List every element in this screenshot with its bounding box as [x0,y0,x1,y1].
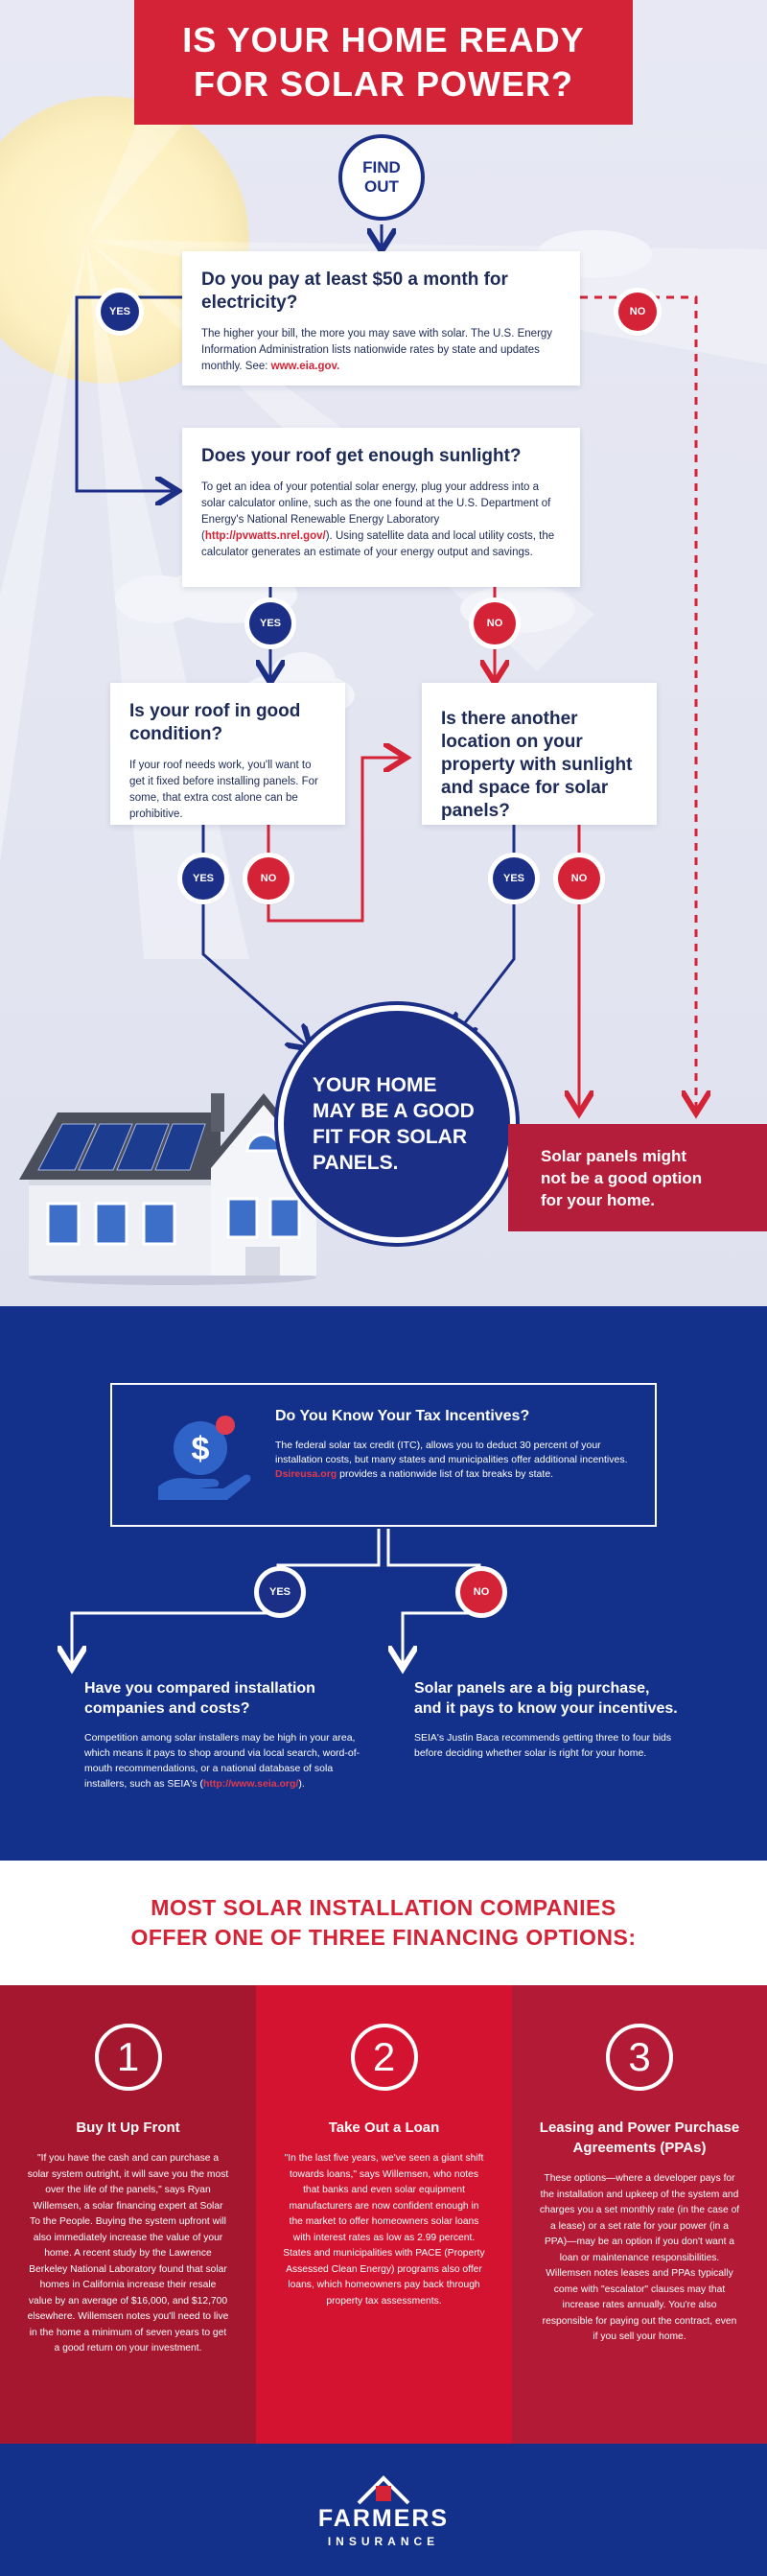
footer: FARMERS INSURANCE [0,2444,767,2576]
option-body: These options—where a developer pays for… [539,2173,740,2342]
yes-label: YES [192,873,214,884]
question-text: ). Using satellite data and local utilit… [201,530,555,558]
result-good-fit: YOUR HOME MAY BE A GOOD FIT FOR SOLAR PA… [278,1005,516,1243]
find-out-line2: OUT [364,177,399,196]
eia-link[interactable]: www.eia.gov. [270,361,340,372]
money-hand-icon: $ [158,1416,251,1500]
big-purchase-body: SEIA's Justin Baca recommends getting th… [414,1732,672,1759]
big-purchase: Solar panels are a big purchase, and it p… [414,1678,702,1761]
find-out-circle: FIND OUT [338,134,425,221]
no-label: NO [473,1586,490,1598]
page-title-line2: FOR SOLAR POWER? [194,64,573,104]
yes-badge: YES [259,1571,301,1613]
no-badge: NO [460,1571,502,1613]
compare-heading: Have you compared installation companies … [84,1678,362,1719]
no-badge: NO [558,857,600,900]
tax-body: The federal solar tax credit (ITC), allo… [275,1439,632,1482]
question-heading: Is your roof in good condition? [129,701,301,744]
big-purchase-heading: Solar panels are a big purchase, and it p… [414,1678,702,1719]
svg-text:$: $ [192,1431,210,1467]
footer-brand: FARMERS [317,2504,450,2532]
result-text: MAY BE A GOOD [313,1100,475,1122]
no-label: NO [486,618,503,629]
option-number: 1 [94,2024,162,2091]
compare-body: Competition among solar installers may b… [84,1730,362,1791]
yes-badge: YES [493,857,535,900]
question-body: If your roof needs work, you'll want to … [129,760,318,820]
flowchart-section: IS YOUR HOME READY FOR SOLAR POWER? [0,0,767,1306]
seia-link[interactable]: http://www.seia.org/ [202,1778,299,1790]
yes-label: YES [502,873,524,884]
no-badge: NO [247,857,290,900]
compare-text: Competition among solar installers may b… [84,1732,360,1790]
result-text: PANELS. [313,1152,399,1174]
tax-incentives-card: $ Do You Know Your Tax Incentives? The f… [110,1383,657,1527]
compare-heading-line1: Have you compared installation [84,1680,315,1697]
question-heading: Does your roof get enough sunlight? [201,446,522,466]
yes-label: YES [259,618,281,629]
no-label: NO [260,873,277,884]
question-body: The higher your bill, the more you may s… [201,326,561,375]
result-text: not be a good option [541,1168,703,1187]
no-badge: NO [618,293,657,331]
question-heading: Is there another location on your proper… [441,709,633,821]
tax-heading: Do You Know Your Tax Incentives? [275,1408,530,1424]
result-text: FIT FOR SOLAR [313,1126,467,1148]
page-title-line1: IS YOUR HOME READY [182,20,585,59]
title-banner: IS YOUR HOME READY FOR SOLAR POWER? [134,0,633,125]
yes-label: YES [268,1586,291,1598]
farmers-logo-icon [357,2474,410,2504]
option-take-out-loan: 2 Take Out a Loan "In the last five year… [256,1985,512,2444]
pvwatts-link[interactable]: http://pvwatts.nrel.gov/ [204,530,326,542]
tax-text: provides a nationwide list of tax breaks… [337,1468,554,1480]
no-badge: NO [474,602,516,644]
financing-heading: MOST SOLAR INSTALLATION COMPANIES OFFER … [0,1861,767,1985]
dsireusa-link[interactable]: Dsireusa.org [275,1468,337,1480]
tax-text: The federal solar tax credit (ITC), allo… [275,1440,628,1465]
question-card-electricity: Do you pay at least $50 a month for elec… [182,251,580,386]
yes-badge: YES [101,293,139,331]
option-number: 2 [350,2024,418,2091]
compare-heading-line2: companies and costs? [84,1700,250,1717]
compare-installers: Have you compared installation companies … [84,1678,362,1791]
result-not-good-option: Solar panels might not be a good option … [508,1124,767,1231]
option-body: "In the last five years, we've seen a gi… [283,2153,485,2307]
question-card-roof-condition: Is your roof in good condition? If your … [110,683,345,825]
find-out-line1: FIND [362,158,401,176]
question-text: To get an idea of your potential solar e… [201,481,551,542]
option-title: Buy It Up Front [76,2119,180,2136]
question-card-sunlight: Does your roof get enough sunlight? To g… [182,428,580,587]
big-purchase-heading-line2: and it pays to know your incentives. [414,1700,678,1717]
yes-badge: YES [249,602,291,644]
option-title: Take Out a Loan [328,2119,440,2136]
option-title: Leasing and Power Purchase Agreements (P… [539,2119,740,2156]
question-card-other-location: Is there another location on your proper… [422,683,657,825]
question-body: To get an idea of your potential solar e… [201,480,561,561]
question-heading: Do you pay at least $50 a month for elec… [201,269,508,313]
no-label: NO [570,873,588,884]
option-buy-up-front: 1 Buy It Up Front "If you have the cash … [0,1985,256,2444]
result-text: for your home. [541,1190,656,1209]
option-leasing-ppa: 3 Leasing and Power Purchase Agreements … [512,1985,767,2444]
yes-badge: YES [182,857,224,900]
option-number: 3 [606,2024,673,2091]
question-text: The higher your bill, the more you may s… [201,328,553,372]
financing-heading-line2: OFFER ONE OF THREE FINANCING OPTIONS: [130,1925,637,1950]
tax-incentives-section: $ Do You Know Your Tax Incentives? The f… [0,1306,767,1861]
big-purchase-heading-line1: Solar panels are a big purchase, [414,1680,650,1697]
footer-sub: INSURANCE [327,2534,440,2548]
compare-text: ). [298,1778,305,1790]
house-illustration [19,1093,326,1285]
no-label: NO [629,306,646,317]
yes-label: YES [108,306,130,317]
result-text: YOUR HOME [313,1074,437,1096]
financing-heading-line1: MOST SOLAR INSTALLATION COMPANIES [151,1895,616,1920]
option-body: "If you have the cash and can purchase a… [27,2153,229,2354]
result-text: Solar panels might [541,1146,687,1165]
